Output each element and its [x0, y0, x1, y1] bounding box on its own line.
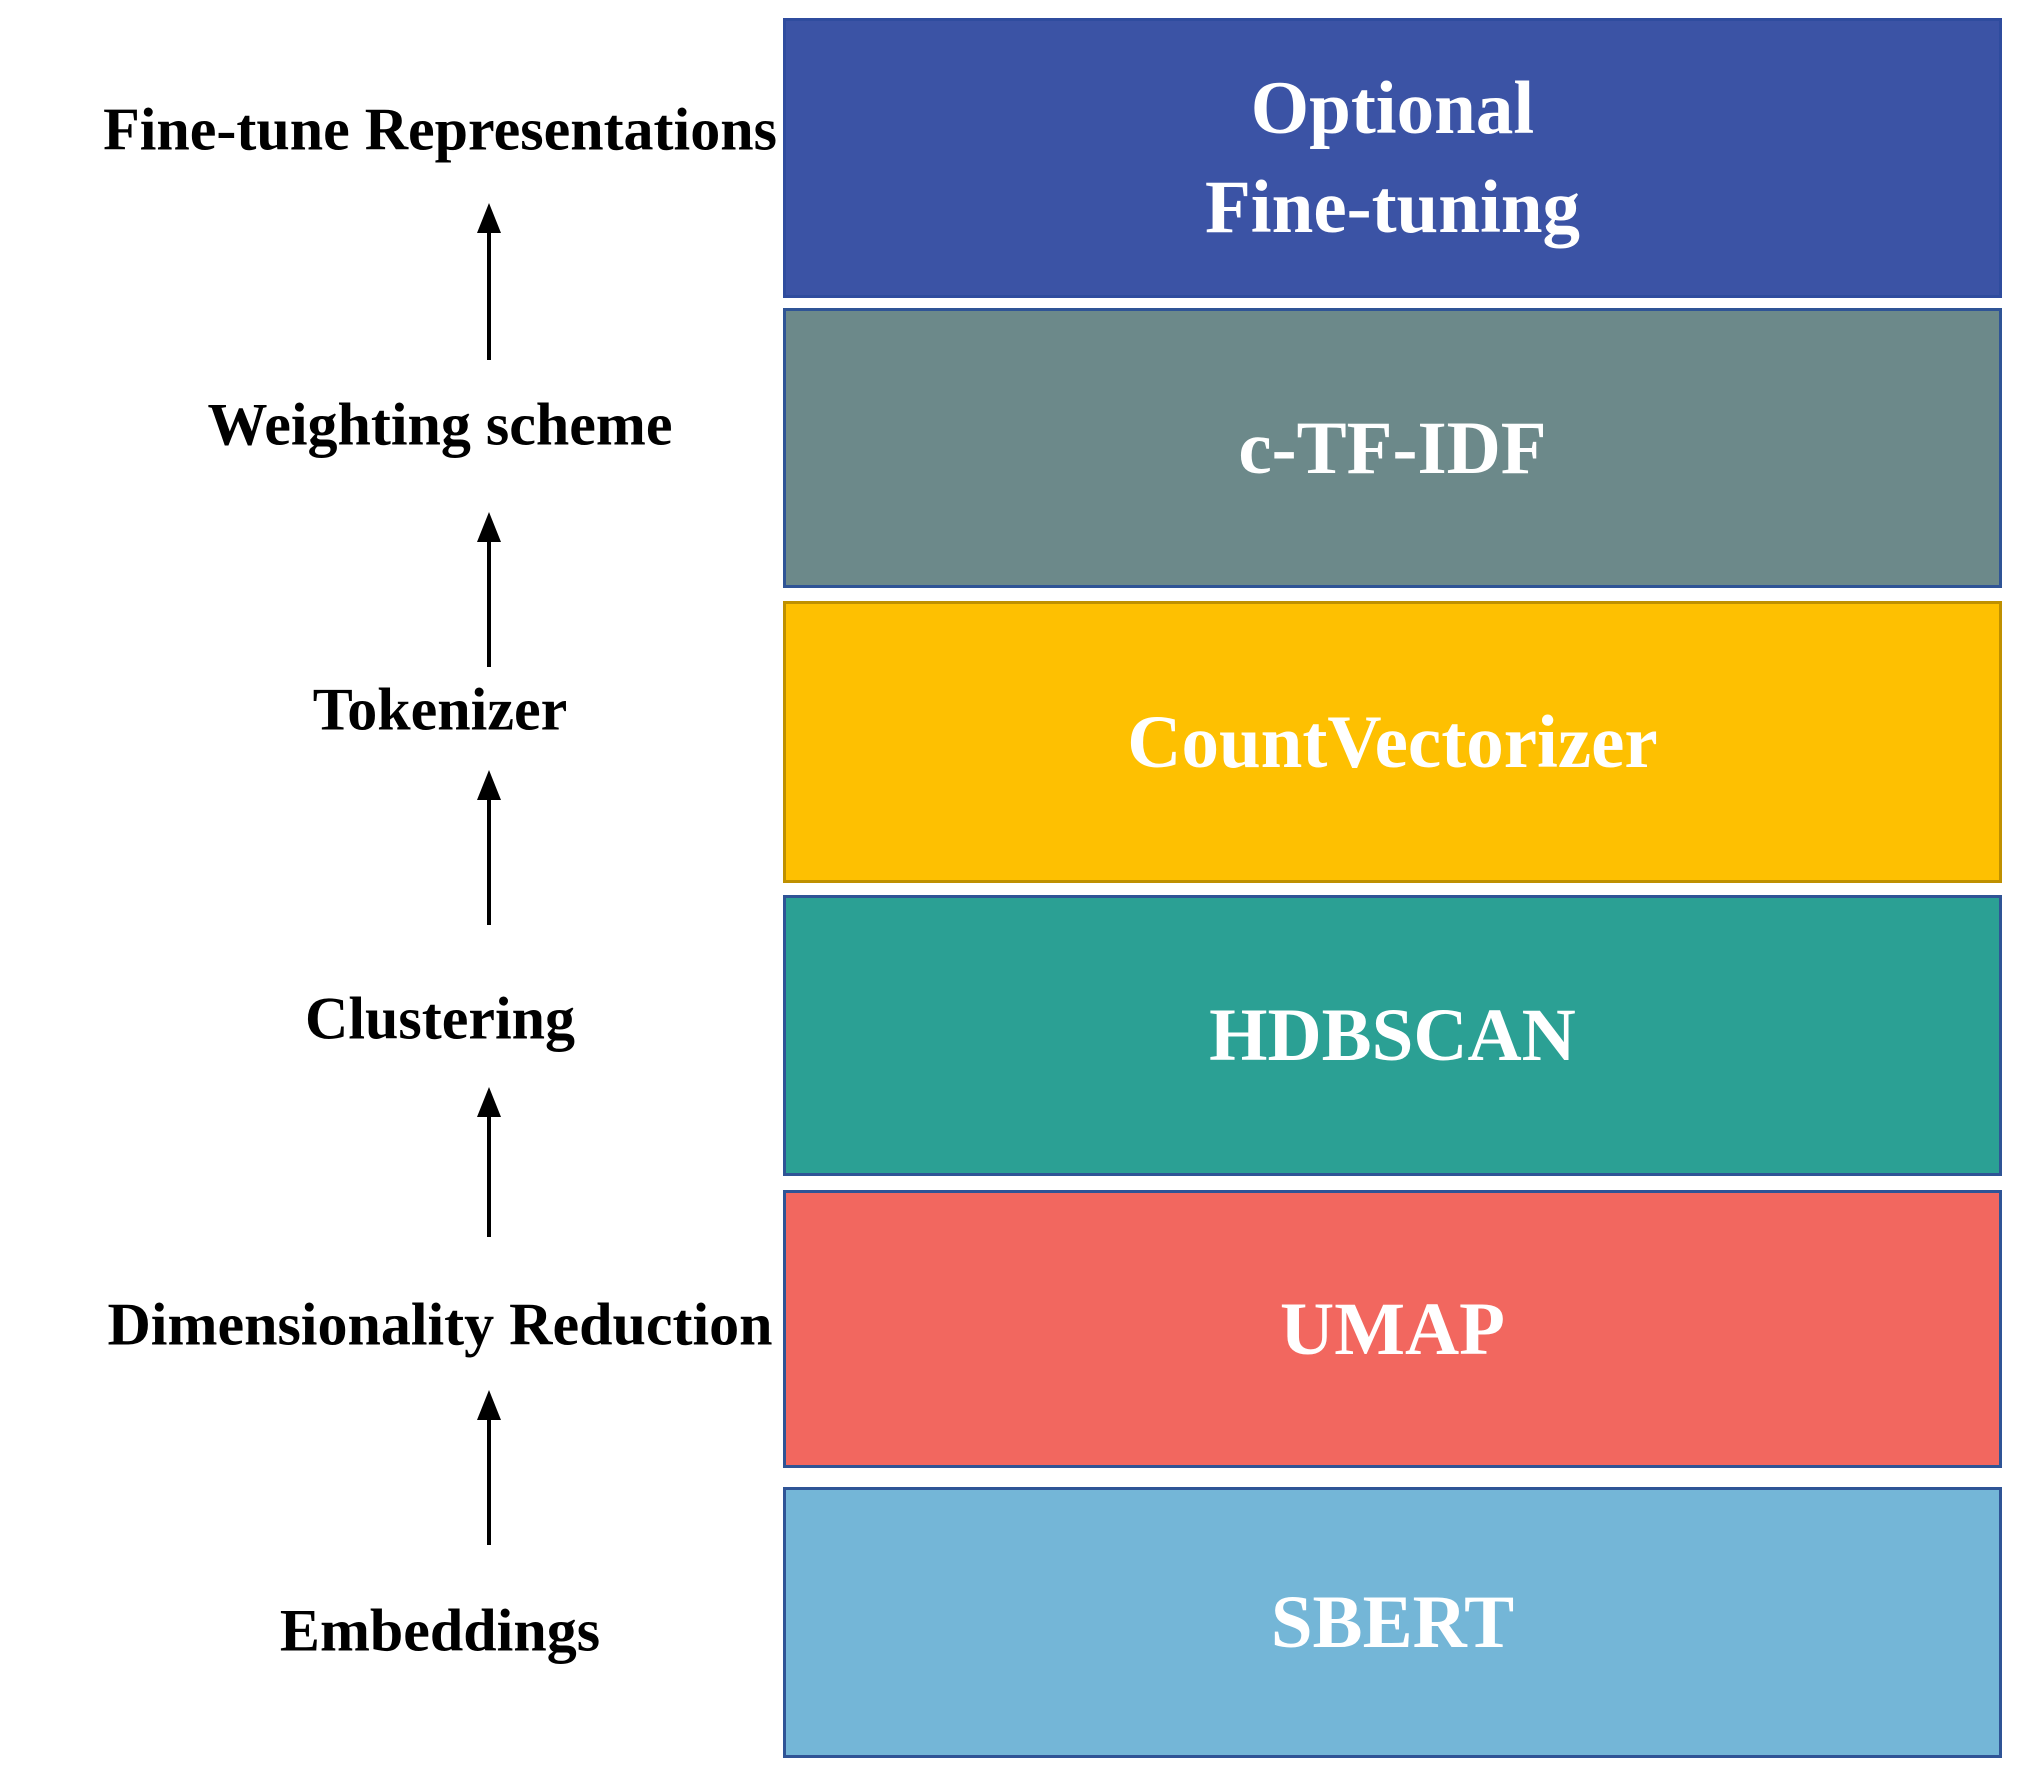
- arrow-shaft: [487, 1117, 491, 1237]
- component-box-c-tf-idf: c-TF-IDF: [783, 308, 2002, 588]
- stage-label-dimensionality-reduction: Dimensionality Reduction: [107, 1291, 773, 1358]
- component-box-umap: UMAP: [783, 1190, 2002, 1468]
- arrow-shaft: [487, 800, 491, 925]
- component-box-countvectorizer: CountVectorizer: [783, 601, 2002, 883]
- stage-label-embeddings: Embeddings: [279, 1597, 601, 1664]
- component-box-label: HDBSCAN: [1209, 994, 1576, 1077]
- stage-label-weighting-scheme: Weighting scheme: [207, 391, 673, 458]
- arrow-head: [477, 770, 501, 800]
- component-box-optional-fine-tuning: Optional Fine-tuning: [783, 18, 2002, 298]
- arrow-head: [477, 1087, 501, 1117]
- component-box-label: CountVectorizer: [1127, 700, 1658, 784]
- arrow-head: [477, 512, 501, 542]
- component-box-hdbscan: HDBSCAN: [783, 895, 2002, 1176]
- arrow-up-icon: [477, 1087, 501, 1237]
- arrow-up-icon: [477, 770, 501, 925]
- stage-label-fine-tune-representations: Fine-tune Representations: [103, 96, 777, 163]
- component-box-sbert: SBERT: [783, 1487, 2002, 1758]
- arrow-head: [477, 1390, 501, 1420]
- arrow-head: [477, 203, 501, 233]
- component-box-label: Optional Fine-tuning: [1204, 67, 1581, 249]
- component-box-label: UMAP: [1280, 1287, 1505, 1371]
- arrow-up-icon: [477, 203, 501, 360]
- stage-label-tokenizer: Tokenizer: [312, 676, 568, 743]
- stage-label-clustering: Clustering: [305, 985, 575, 1052]
- arrow-up-icon: [477, 1390, 501, 1545]
- arrow-up-icon: [477, 512, 501, 667]
- arrow-shaft: [487, 542, 491, 667]
- component-box-label: c-TF-IDF: [1238, 406, 1547, 490]
- arrow-shaft: [487, 1420, 491, 1545]
- arrow-shaft: [487, 233, 491, 360]
- component-box-label: SBERT: [1270, 1581, 1515, 1664]
